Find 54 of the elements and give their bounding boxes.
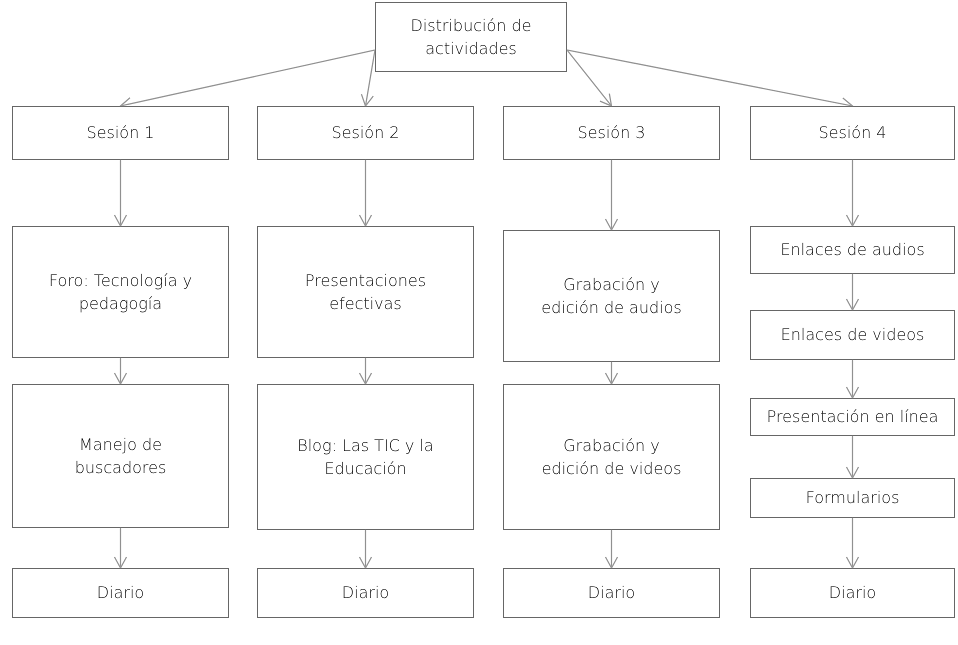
process-box [12,568,229,618]
process-box [750,398,955,436]
arrow [358,530,372,569]
process-box [12,226,229,358]
process-box [12,106,229,160]
process-box [750,310,955,360]
box-label: Sesión 3 [578,122,646,144]
arrow [846,518,860,569]
arrow [846,436,860,479]
box-label: Diario [342,582,390,604]
arrow [358,160,372,227]
arrow [360,50,376,107]
box-label: Enlaces de audios [780,239,925,262]
process-box [375,2,567,72]
box-label: Presentaciones efectivas [304,270,428,315]
process-box [750,226,955,274]
process-box [750,568,955,618]
process-box [503,568,720,618]
box-label: Enlaces de videos [780,324,924,346]
arrow [114,528,128,569]
process-box [257,106,474,160]
process-box [257,384,474,530]
box-label: Formularios [806,487,900,510]
process-box [12,384,229,528]
arrow [114,358,128,385]
box-label: Distribución de actividades [410,14,532,60]
box-label: Grabación y edición de audios [540,274,683,319]
arrow [846,360,860,399]
box-label: Sesión 1 [86,122,154,144]
box-label: Diario [588,582,636,604]
process-box [750,478,955,518]
arrow [604,362,618,385]
process-box [750,106,955,160]
box-label: Sesión 4 [818,122,886,144]
arrow [114,160,128,227]
arrow [846,160,860,227]
process-box [503,384,720,530]
arrow [846,274,860,311]
arrow [566,50,612,107]
arrow [604,160,618,231]
process-box [257,226,474,358]
process-box [503,230,720,362]
box-label: Diario [828,582,876,604]
box-label: Diario [96,582,144,604]
box-label: Blog: Las TIC y la Educación [296,434,435,480]
box-label: Manejo de buscadores [74,434,168,479]
process-box [503,106,720,160]
box-label: Sesión 2 [332,122,400,144]
box-label: Presentación en línea [766,406,938,428]
box-label: Grabación y edición de videos [540,434,682,480]
arrow [604,530,618,569]
process-box [257,568,474,618]
box-label: Foro: Tecnología y pedagogía [48,270,194,315]
arrow [358,358,372,385]
